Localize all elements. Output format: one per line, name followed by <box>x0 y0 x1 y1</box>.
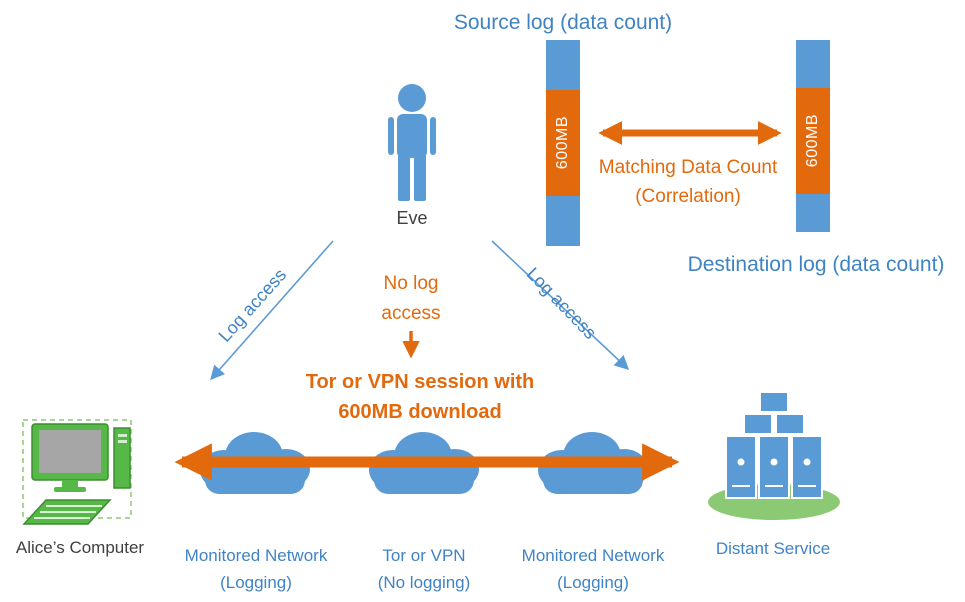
session-label: Tor or VPN session with 600MB download <box>260 367 580 427</box>
destination-log-600mb-segment: 600MB <box>796 88 830 194</box>
eve-label: Eve <box>396 208 428 228</box>
no-log-access-label: No log access <box>351 269 471 329</box>
alice-computer-label: Alice’s Computer <box>15 538 145 557</box>
cloud-icon-tor-vpn <box>369 432 479 494</box>
source-segment-label: 600MB <box>554 116 571 170</box>
distant-service-icon <box>708 391 840 520</box>
tor-vpn-label: Tor or VPN (No logging) <box>349 542 499 596</box>
network-right-line1: Monitored Network <box>521 546 665 565</box>
cloud-icon-monitored-left <box>200 432 310 494</box>
alice-computer-icon <box>22 419 132 525</box>
network-left-line2: (Logging) <box>220 573 292 592</box>
destination-log-title: Destination log (data count) <box>687 253 945 276</box>
distant-service-label: Distant Service <box>715 539 831 558</box>
tor-vpn-line1: Tor or VPN <box>382 546 466 565</box>
eve-person-icon <box>388 84 436 201</box>
log-access-arrow-left <box>210 240 334 381</box>
source-log-title: Source log (data count) <box>453 11 673 34</box>
no-log-access-line2: access <box>381 303 441 324</box>
network-left-line1: Monitored Network <box>184 546 328 565</box>
network-right-line2: (Logging) <box>557 573 629 592</box>
source-log-bar: 600MB <box>546 40 580 246</box>
correlation-label-line1: Matching Data Count <box>598 157 778 178</box>
cloud-icon-monitored-right <box>538 432 648 494</box>
destination-log-bar: 600MB <box>796 40 830 232</box>
log-access-label-right: Log access <box>522 263 601 343</box>
no-log-access-line1: No log <box>383 273 439 294</box>
session-label-line1: Tor or VPN session with <box>305 371 535 393</box>
log-access-label-left: Log access <box>214 264 291 346</box>
tor-vpn-line2: (No logging) <box>377 573 471 592</box>
correlation-label: Matching Data Count (Correlation) <box>580 153 796 211</box>
session-label-line2: 600MB download <box>338 401 502 423</box>
network-right-label: Monitored Network (Logging) <box>505 542 681 596</box>
source-log-600mb-segment: 600MB <box>546 90 580 196</box>
destination-segment-label: 600MB <box>804 114 821 168</box>
correlation-label-line2: (Correlation) <box>635 186 741 207</box>
network-left-label: Monitored Network (Logging) <box>168 542 344 596</box>
